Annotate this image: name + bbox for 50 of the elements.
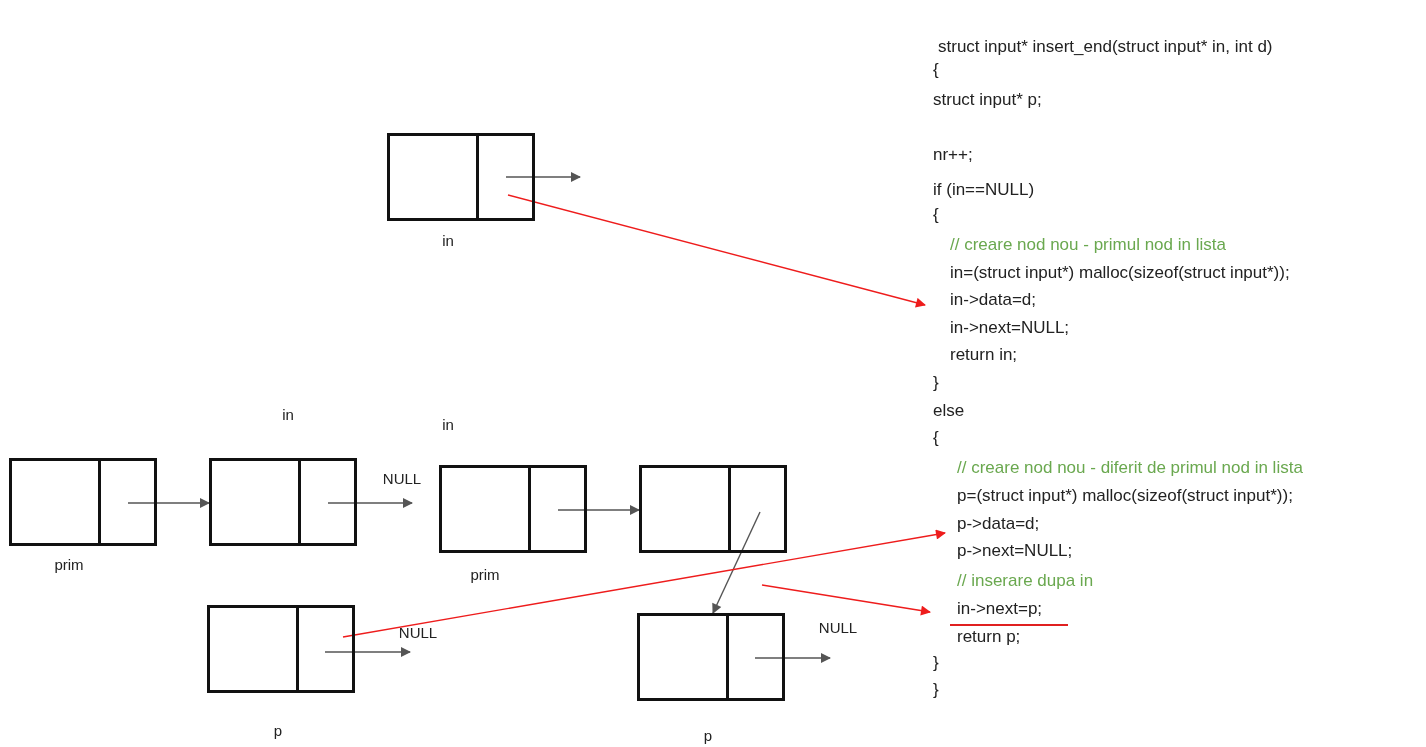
code-line: return in; (950, 344, 1018, 366)
pointer-arrow (557, 505, 640, 515)
code-comment: // inserare dupa in (957, 570, 1094, 592)
pointer-name: p (703, 726, 713, 744)
code-line: } (933, 372, 939, 394)
pointer-arrow (127, 498, 210, 508)
null-label: NULL (382, 469, 422, 487)
code-line: p->data=d; (957, 513, 1040, 535)
code-line: } (933, 652, 939, 674)
pointer-arrow (712, 511, 761, 614)
null-label: NULL (398, 623, 438, 641)
code-line: } (933, 679, 939, 701)
pointer-arrow-highlight (507, 194, 926, 308)
code-comment: // creare nod nou - diferit de primul nod in lista (957, 457, 1303, 479)
list-node-box (9, 458, 157, 546)
list-node-box (637, 613, 785, 701)
code-line: if (in==NULL) (933, 179, 1035, 201)
code-line: nr++; (933, 144, 973, 166)
pointer-name: in (442, 415, 454, 433)
null-label: NULL (818, 618, 858, 636)
pointer-arrow (754, 653, 831, 663)
list-node-box (387, 133, 535, 221)
code-line: else (933, 400, 965, 422)
code-line: in->next=NULL; (950, 317, 1070, 339)
code-line: return p; (957, 626, 1021, 648)
code-line: { (933, 204, 939, 226)
pointer-arrow (505, 172, 581, 182)
pointer-name: prim (470, 565, 500, 583)
code-line: { (933, 427, 939, 449)
code-line: struct input* insert_end(struct input* in, int d) (938, 36, 1273, 58)
code-line: in->next=p; (957, 598, 1043, 620)
list-node-box (639, 465, 787, 553)
pointer-name: in (442, 231, 454, 249)
pointer-name: p (273, 721, 283, 739)
code-line: struct input* p; (933, 89, 1042, 111)
list-node-box (209, 458, 357, 546)
pointer-arrow (327, 498, 413, 508)
code-comment: // creare nod nou - primul nod in lista (950, 234, 1226, 256)
pointer-name: in (282, 405, 294, 423)
code-line: { (933, 59, 939, 81)
code-line: in=(struct input*) malloc(sizeof(struct input*)); (950, 262, 1290, 284)
code-line: p->next=NULL; (957, 540, 1073, 562)
pointer-arrow-highlight (761, 584, 931, 616)
code-line: p=(struct input*) malloc(sizeof(struct input*)); (957, 485, 1293, 507)
list-node-box (207, 605, 355, 693)
list-node-box (439, 465, 587, 553)
pointer-arrow (324, 647, 411, 657)
pointer-name: prim (54, 555, 84, 573)
code-line: in->data=d; (950, 289, 1036, 311)
pointer-arrow-highlight (342, 529, 946, 638)
